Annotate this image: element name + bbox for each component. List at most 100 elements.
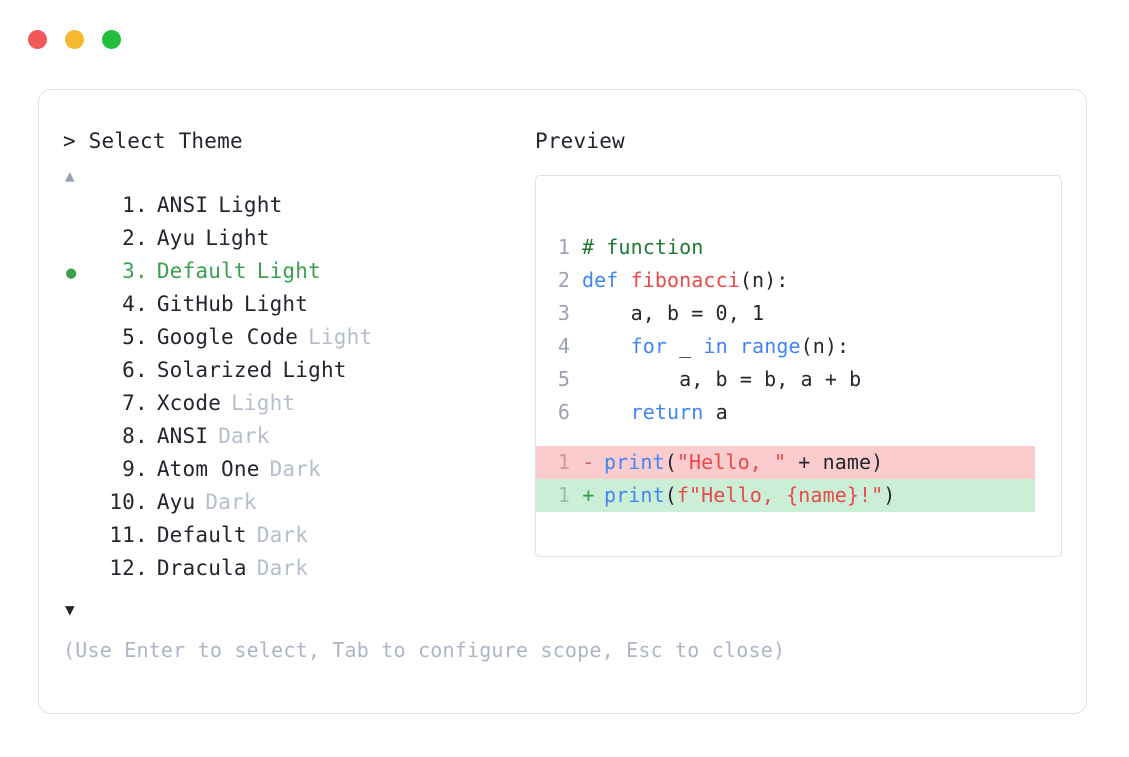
- line-number: 5: [557, 367, 570, 391]
- theme-item-variant: Light: [205, 226, 270, 250]
- scroll-up-icon[interactable]: ▲: [65, 166, 75, 185]
- theme-item-dot: .: [135, 325, 148, 349]
- theme-item-index: 12: [109, 556, 135, 580]
- theme-item-index: 4: [122, 292, 135, 316]
- theme-item-name: Ayu: [156, 490, 196, 514]
- code-token-builtin: print: [604, 450, 665, 474]
- theme-list-item[interactable]: 7. Xcode Light: [63, 391, 533, 424]
- code-token-plain: a, b = b, a + b: [582, 367, 862, 391]
- theme-item-index: 11: [109, 523, 135, 547]
- scroll-down-icon[interactable]: ▼: [65, 600, 75, 619]
- code-token-plain: (n):: [739, 268, 789, 292]
- code-line-text: a, b = b, a + b: [582, 363, 861, 396]
- line-number: 6: [557, 400, 570, 424]
- close-button[interactable]: [28, 30, 47, 49]
- code-token-plain: (: [664, 450, 677, 474]
- theme-item-name: Xcode: [156, 391, 222, 415]
- theme-item-dot: .: [135, 523, 148, 547]
- code-line-text: return a: [582, 396, 728, 429]
- theme-item-variant: Light: [308, 325, 373, 349]
- theme-item-variant: Light: [231, 391, 296, 415]
- code-token-comment: # function: [582, 235, 704, 259]
- diff-block: 1-print("Hello, " + name)1+print(f"Hello…: [536, 446, 1061, 512]
- theme-item-dot: .: [135, 292, 148, 316]
- theme-item-index: 8: [122, 424, 135, 448]
- maximize-button[interactable]: [102, 30, 121, 49]
- code-line: 5 a, b = b, a + b: [556, 363, 1061, 396]
- theme-item-dot: .: [135, 556, 148, 580]
- theme-item-variant: Dark: [269, 457, 321, 481]
- theme-item-dot: .: [135, 391, 148, 415]
- theme-item-dot: .: [135, 457, 148, 481]
- code-token-builtin: range: [739, 334, 801, 358]
- window-controls: [28, 30, 121, 49]
- theme-item-dot: .: [135, 226, 148, 250]
- code-token-keyword: in: [703, 334, 728, 358]
- line-number: 1: [557, 450, 570, 474]
- theme-item-name: Dracula: [156, 556, 247, 580]
- theme-item-variant: Light: [256, 259, 321, 283]
- theme-item-variant: Light: [243, 292, 309, 316]
- code-token-plain: _: [667, 334, 704, 358]
- code-line-text: def fibonacci(n):: [582, 264, 788, 297]
- theme-item-variant: Light: [282, 358, 347, 382]
- code-token-string: f"Hello, {name}!": [676, 483, 884, 507]
- code-line-text: a, b = 0, 1: [582, 297, 764, 330]
- theme-item-name: Solarized: [156, 358, 273, 382]
- theme-item-variant: Light: [218, 193, 283, 217]
- line-number: 1: [557, 235, 570, 259]
- code-token-plain: + name): [786, 450, 884, 474]
- code-token-plain: (n):: [800, 334, 850, 358]
- theme-item-name: Default: [156, 523, 247, 547]
- selected-bullet-icon: ●: [66, 263, 77, 283]
- keyboard-hint: (Use Enter to select, Tab to configure s…: [63, 638, 786, 662]
- theme-list-item[interactable]: 11. Default Dark: [63, 523, 533, 556]
- diff-line-text: print(f"Hello, {name}!"): [604, 479, 895, 512]
- line-number: 1: [557, 483, 570, 507]
- theme-item-index: 1: [122, 193, 135, 217]
- diff-line-removed: 1-print("Hello, " + name): [536, 446, 1035, 479]
- code-line: 4 for _ in range(n):: [556, 330, 1061, 363]
- theme-item-index: 5: [122, 325, 135, 349]
- theme-item-dot: .: [135, 358, 148, 382]
- code-token-plain: ): [883, 483, 896, 507]
- code-token-plain: a: [703, 400, 728, 424]
- theme-item-variant: Dark: [205, 490, 257, 514]
- theme-item-index: 7: [122, 391, 135, 415]
- theme-item-dot: .: [135, 259, 148, 283]
- theme-list-item[interactable]: 5. Google Code Light: [63, 325, 533, 358]
- theme-list-item[interactable]: 6. Solarized Light: [63, 358, 533, 391]
- theme-item-variant: Dark: [256, 523, 309, 547]
- theme-item-name: Atom One: [156, 457, 260, 481]
- minimize-button[interactable]: [65, 30, 84, 49]
- page-title: > Select Theme: [63, 129, 243, 153]
- code-token-plain: a, b = 0, 1: [582, 301, 765, 325]
- code-token-builtin: print: [604, 483, 665, 507]
- theme-item-variant: Dark: [218, 424, 270, 448]
- code-token-keyword: def: [582, 268, 631, 292]
- code-token-keyword: for: [630, 334, 668, 358]
- theme-item-index: 6: [122, 358, 135, 382]
- theme-item-name: Google Code: [156, 325, 299, 349]
- diff-marker: -: [582, 450, 595, 474]
- code-token-string: "Hello, ": [676, 450, 787, 474]
- line-number: 3: [557, 301, 570, 325]
- theme-item-name: Ayu: [156, 226, 196, 250]
- code-token-keyword: return: [630, 400, 704, 424]
- diff-line-added: 1+print(f"Hello, {name}!"): [536, 479, 1035, 512]
- theme-item-dot: .: [135, 424, 148, 448]
